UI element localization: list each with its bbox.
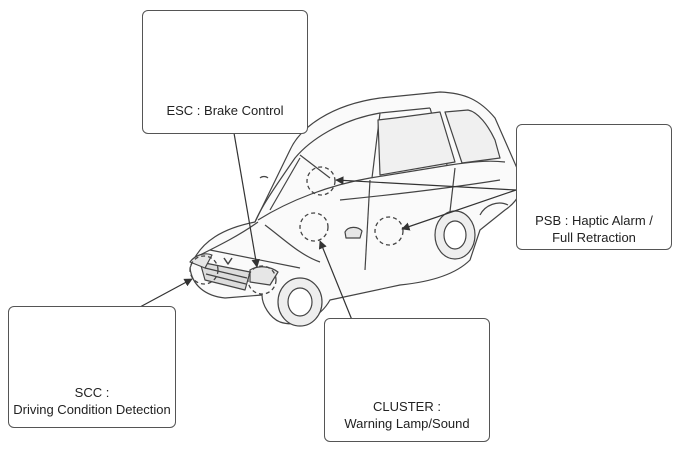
esc-callout: ESC : Brake Control: [142, 10, 308, 134]
cluster-marker: [299, 212, 329, 242]
esc-marker: [247, 265, 277, 295]
cluster-arrow: [318, 240, 353, 321]
connector-arrows: [139, 132, 517, 321]
scc-arrow: [139, 278, 193, 308]
scc-label-line2: Driving Condition Detection: [13, 402, 171, 417]
cluster-label-line2: Warning Lamp/Sound: [344, 416, 470, 431]
cluster-callout: CLUSTER : Warning Lamp/Sound: [324, 318, 490, 442]
scc-label-line1: SCC :: [74, 385, 110, 400]
esc-arrow: [233, 132, 260, 268]
sedan-car-icon: [189, 91, 523, 327]
location-markers: [189, 166, 404, 295]
esc-label: ESC : Brake Control: [166, 103, 284, 118]
scc-callout: SCC : Driving Condition Detection: [8, 306, 176, 428]
psb-label-line2: Full Retraction: [552, 230, 636, 245]
psb-arrow-rear: [335, 176, 517, 191]
psb-rear-marker: [306, 166, 336, 196]
psb-front-marker: [374, 216, 404, 246]
psb-callout: PSB : Haptic Alarm / Full Retraction: [516, 124, 672, 250]
psb-arrow-front: [401, 189, 517, 231]
psb-label-line1: PSB : Haptic Alarm /: [535, 213, 653, 228]
cluster-label-line1: CLUSTER :: [373, 399, 441, 414]
scc-marker: [189, 255, 219, 285]
